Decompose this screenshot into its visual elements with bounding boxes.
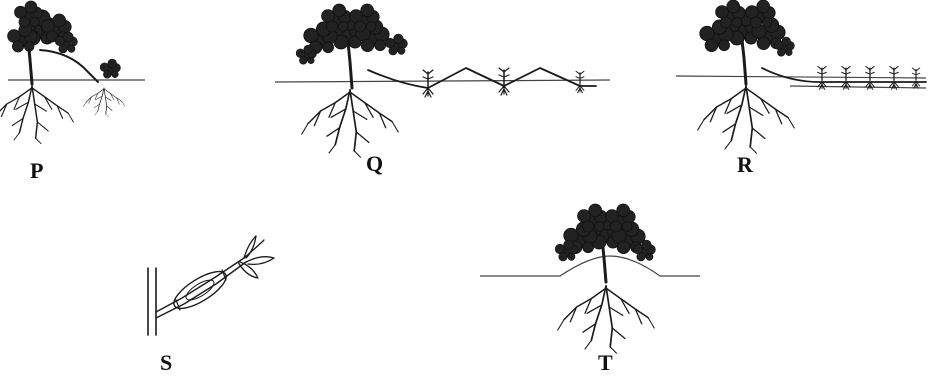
panel-r-drawing xyxy=(676,0,926,153)
panel-label-p: P xyxy=(30,160,43,182)
panel-p-drawing xyxy=(0,1,145,144)
panel-q-drawing xyxy=(275,4,610,157)
panel-s-drawing xyxy=(148,236,274,335)
panel-t-drawing xyxy=(480,204,700,353)
panel-label-q: Q xyxy=(366,153,383,175)
panel-label-s: S xyxy=(160,352,172,374)
panel-label-t: T xyxy=(598,352,613,374)
panel-label-r: R xyxy=(737,154,753,176)
